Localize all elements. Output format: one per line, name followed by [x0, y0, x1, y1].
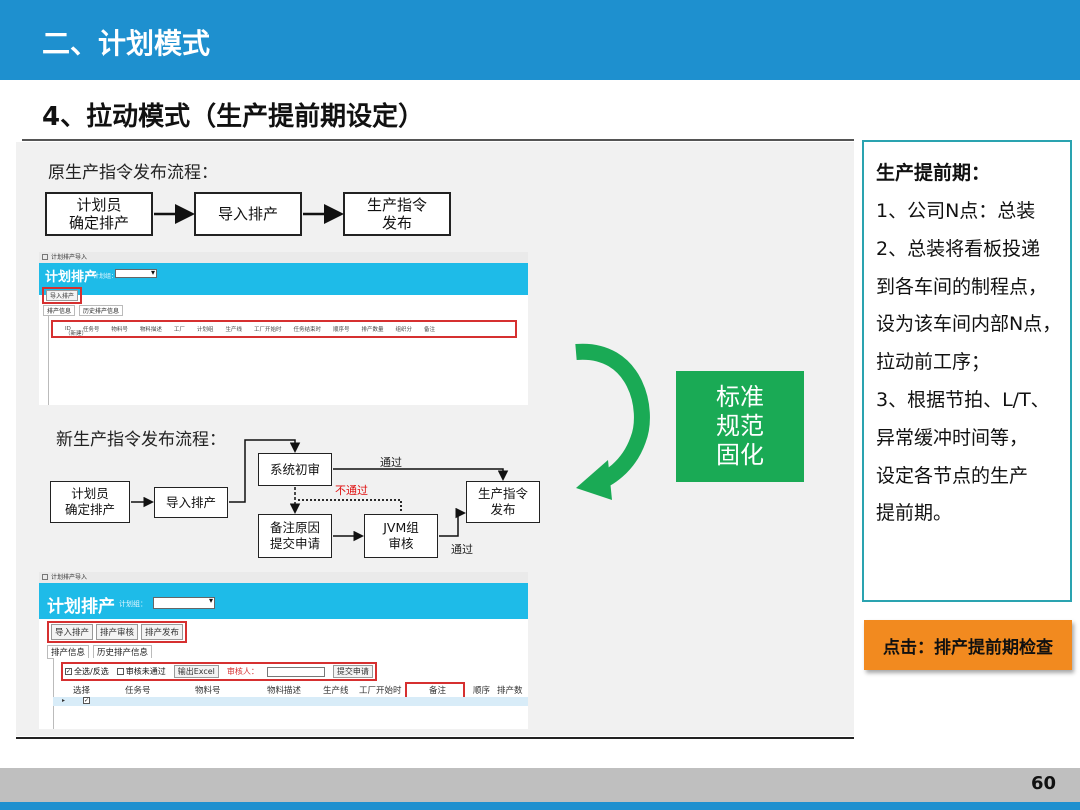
publish-schedule-button[interactable]: 排产发布 — [141, 624, 184, 640]
notes-line: 到各车间的制程点， — [876, 275, 1048, 298]
old-button-group: 导入排产 — [42, 287, 83, 304]
window-icon — [42, 574, 48, 580]
lead-time-notes: 生产提前期： 1、公司N点：总装 2、总装将看板投递 到各车间的制程点， 设为该… — [862, 140, 1072, 602]
standardize-badge: 标准 规范 固化 — [676, 371, 804, 482]
submit-request-button[interactable]: 提交申请 — [332, 665, 373, 678]
old-plan-select[interactable] — [115, 268, 157, 278]
old-grid — [48, 316, 528, 405]
section-title: 二、计划模式 — [42, 27, 211, 60]
notes-line: 异常缓冲时间等， — [876, 426, 1029, 449]
notes-line: 3、根据节拍、L/T、 — [876, 388, 1050, 411]
new-step-publish: 生产指令 发布 — [466, 481, 540, 523]
pass-label-bottom: 通过 — [451, 543, 473, 556]
review-schedule-button[interactable]: 排产审核 — [96, 624, 139, 640]
footer-accent — [0, 802, 1080, 810]
new-step-reason: 备注原因 提交申请 — [258, 514, 332, 558]
page-number: 60 — [1030, 773, 1056, 794]
import-schedule-button[interactable]: 导入排产 — [51, 624, 94, 640]
select-all-toggle[interactable]: ✓ 全选/反选 — [65, 667, 109, 676]
old-tabs: 排产信息 历史排产信息 — [43, 305, 124, 316]
export-excel-button[interactable]: 输出Excel — [173, 665, 219, 678]
new-button-group: 导入排产 排产审核 排产发布 — [47, 621, 188, 643]
page-subtitle: 4、拉动模式（生产提前期设定） — [42, 102, 425, 132]
top-divider — [22, 139, 854, 141]
new-row-marker: （新建） — [65, 331, 88, 337]
row-pointer-icon: ▸ — [62, 697, 66, 704]
old-window-header: 计划排产 计划组： — [39, 263, 528, 295]
new-plan-select[interactable] — [153, 596, 215, 609]
checkbox-checked-icon: ✓ — [65, 668, 72, 675]
old-plan-label: 计划组： — [93, 273, 118, 280]
old-schedule-window: 计划排产导入 计划排产 计划组： 导入排产 排产信息 历史排产信息 ID 任务号… — [39, 252, 528, 405]
arrow-review-publish — [333, 468, 509, 481]
old-column-header: ID 任务号 物料号 物料描述 工厂 计划组 生产线 工厂开始时 任务结束时 顺… — [51, 320, 517, 338]
new-step-planner: 计划员 确定排产 — [50, 481, 130, 523]
notes-line: 设定各节点的生产 — [876, 464, 1029, 487]
reviewer-select[interactable] — [266, 666, 325, 677]
new-step-import: 导入排产 — [154, 487, 228, 518]
reviewer-label: 审核人： — [226, 667, 259, 676]
lead-time-check-button[interactable]: 点击：排产提前期检查 — [864, 620, 1072, 670]
footer-bar: 60 — [0, 768, 1080, 802]
new-window-header: 计划排产 计划组： — [39, 583, 528, 619]
selected-row[interactable] — [53, 697, 528, 706]
new-window-titlebar: 计划排产导入 — [39, 572, 528, 583]
old-window-title: 计划排产 — [45, 270, 98, 285]
notes-line: 1、公司N点：总装 — [876, 200, 1036, 222]
notes-title: 生产提前期： — [876, 162, 991, 184]
new-window-title: 计划排产 — [47, 597, 115, 617]
old-window-titlebar: 计划排产导入 — [39, 252, 528, 263]
arrow-jvm-publish — [439, 507, 466, 537]
old-step-planner: 计划员 确定排产 — [45, 192, 153, 236]
notes-line: 设为该车间内部N点， — [876, 313, 1062, 336]
old-step-import: 导入排产 — [194, 192, 302, 236]
notes-line: 拉动前工序； — [876, 351, 991, 374]
row-checkbox-icon[interactable]: ✓ — [83, 697, 90, 704]
import-schedule-button[interactable]: 导入排产 — [46, 290, 79, 301]
new-flow-label: 新生产指令发布流程： — [56, 430, 226, 450]
tab-history[interactable]: 历史排产信息 — [79, 305, 124, 316]
tab-schedule-info[interactable]: 排产信息 — [43, 305, 76, 316]
new-toolbar: ✓ 全选/反选 审核未通过 输出Excel 审核人： 提交申请 — [61, 662, 377, 681]
old-flow-label: 原生产指令发布流程： — [48, 163, 218, 183]
bottom-divider — [16, 737, 854, 739]
new-schedule-window: 计划排产导入 计划排产 计划组： 导入排产 排产审核 排产发布 排产信息 历史排… — [39, 572, 528, 729]
checkbox-empty-icon — [116, 668, 124, 675]
old-step-publish: 生产指令 发布 — [343, 192, 451, 236]
notes-line: 提前期。 — [876, 502, 953, 525]
window-icon — [42, 254, 48, 260]
unapproved-toggle[interactable]: 审核未通过 — [116, 666, 166, 677]
arrow-import-review — [229, 439, 301, 503]
new-step-review: 系统初审 — [258, 453, 332, 486]
fail-label: 不通过 — [335, 484, 368, 497]
notes-line: 2、总装将看板投递 — [876, 237, 1041, 260]
new-step-jvm: JVM组 审核 — [364, 514, 438, 558]
pass-label-top: 通过 — [380, 456, 402, 469]
new-plan-label: 计划组： — [119, 600, 147, 608]
new-tabs: 排产信息 历史排产信息 — [47, 645, 153, 659]
title-bar: 二、计划模式 — [0, 0, 1080, 80]
new-column-header: 选择 任务号 物料号 物料描述 生产线 工厂开始时 备注 顺序 排产数 — [73, 686, 523, 696]
